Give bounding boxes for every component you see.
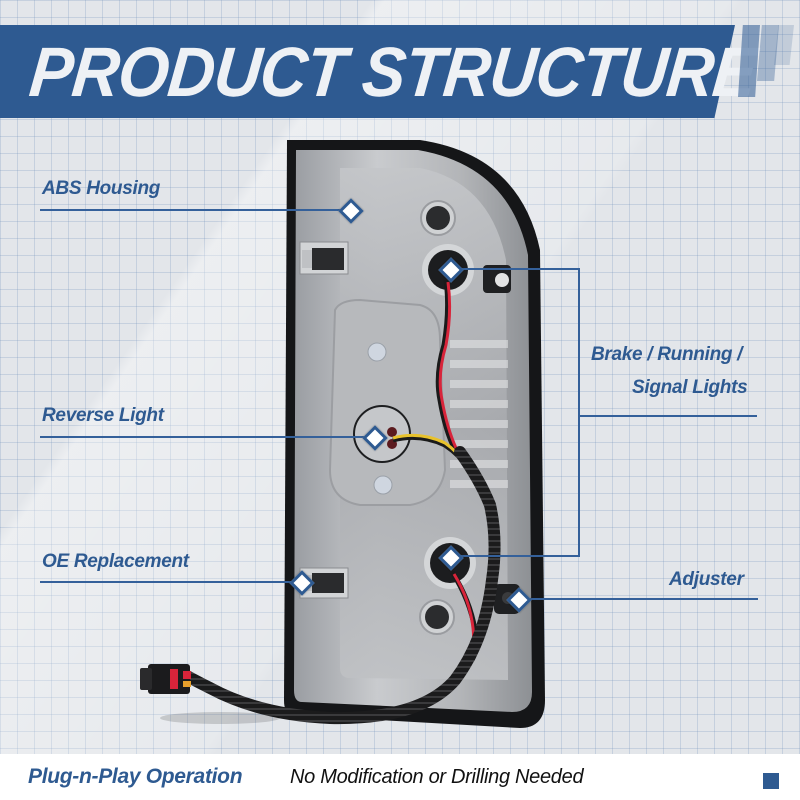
footer-bar: Plug-n-Play Operation No Modification or… [0,754,800,800]
footer-highlight: Plug-n-Play Operation [28,765,243,788]
callout-bracket-top [452,268,580,270]
label-reverse-light: Reverse Light [42,405,164,426]
banner-stripe-decoration [774,25,794,65]
title-banner [0,25,735,118]
wire-red-upper [435,279,458,452]
footer-text: No Modification or Drilling Needed [290,766,584,788]
reverse-lamp-cavity [328,298,447,506]
callout-line-oe-replacement [40,581,300,583]
harness-connector [140,664,191,694]
label-brake-running-signal-line2: Signal Lights [632,377,748,398]
label-oe-replacement: OE Replacement [42,551,189,572]
callout-bracket-bottom [452,555,580,557]
upper-adjuster-bolt [483,265,511,293]
upper-mounting-stud [299,241,349,275]
footer-square-decoration [763,773,779,789]
label-brake-running-signal-line1: Brake / Running / [591,344,743,365]
wiring-harness-conduit [174,446,501,725]
banner-stripe-decoration [757,25,779,81]
callout-line-abs-housing [40,209,348,211]
screw-head [367,342,387,362]
callout-line-adjuster [518,598,758,600]
banner-stripe-decoration [738,25,760,97]
label-abs-housing: ABS Housing [42,178,161,199]
callout-bracket-vertical [578,268,580,556]
callout-line-reverse-light [40,436,375,438]
screw-head [373,475,393,495]
tail-light-illustration [140,140,545,728]
label-adjuster: Adjuster [669,569,744,590]
callout-line-brake-running-signal [579,415,757,417]
connector-shadow [160,712,280,724]
